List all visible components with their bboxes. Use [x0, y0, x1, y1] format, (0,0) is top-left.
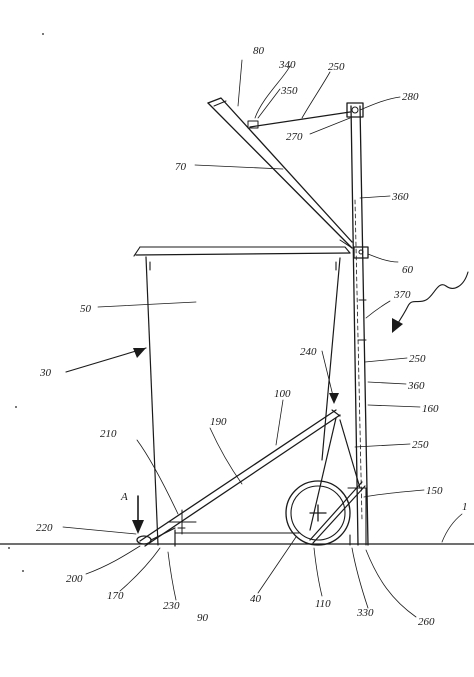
label-250: 250	[409, 353, 426, 365]
label-90: 90	[197, 612, 209, 624]
wheel	[285, 480, 351, 546]
label-250: 250	[412, 439, 429, 451]
lift-cable	[247, 111, 351, 129]
label-250: 250	[328, 61, 345, 73]
bracket	[347, 487, 367, 546]
lid	[207, 97, 353, 249]
upright-post	[350, 105, 369, 546]
label-270: 270	[286, 131, 303, 143]
label-360: 360	[391, 191, 409, 203]
label-230: 230	[163, 600, 180, 612]
label-50: 50	[80, 303, 92, 315]
label-210: 210	[100, 428, 117, 440]
pedal-lever	[139, 409, 341, 547]
label-200: 200	[66, 573, 83, 585]
label-220: 220	[36, 522, 53, 534]
bin-body	[133, 246, 351, 546]
label-80: 80	[253, 45, 265, 57]
label-150: 150	[426, 485, 443, 497]
label-110: 110	[315, 598, 331, 610]
label-280: 280	[402, 91, 419, 103]
label-170: 170	[107, 590, 124, 602]
squiggle-arrow	[392, 271, 469, 333]
label-370: 370	[393, 289, 411, 301]
label-160: 160	[422, 403, 439, 415]
reference-labels: 80 340 250 350 280 270 70 360 60 50 370 …	[36, 45, 468, 628]
pivot-mount	[167, 509, 197, 535]
label-260: 260	[418, 616, 435, 628]
arrow-240	[329, 393, 339, 404]
stray-marks	[8, 33, 44, 572]
label-360: 360	[407, 380, 425, 392]
label-330: 330	[356, 607, 374, 619]
label-30: 30	[39, 367, 52, 379]
label-340: 340	[278, 59, 296, 71]
foot-pedal	[136, 527, 176, 545]
label-350: 350	[280, 85, 298, 97]
linkage-rods	[309, 417, 366, 544]
label-a: A	[120, 491, 128, 503]
leader-lines	[62, 59, 463, 618]
label-190: 190	[210, 416, 227, 428]
label-1: 1	[462, 501, 468, 513]
bin-base	[174, 529, 301, 547]
label-70: 70	[175, 161, 187, 173]
label-240: 240	[300, 346, 317, 358]
label-100: 100	[274, 388, 291, 400]
arrow-a	[132, 495, 144, 534]
label-40: 40	[250, 593, 262, 605]
label-60: 60	[402, 264, 414, 276]
arrow-30	[65, 347, 147, 373]
